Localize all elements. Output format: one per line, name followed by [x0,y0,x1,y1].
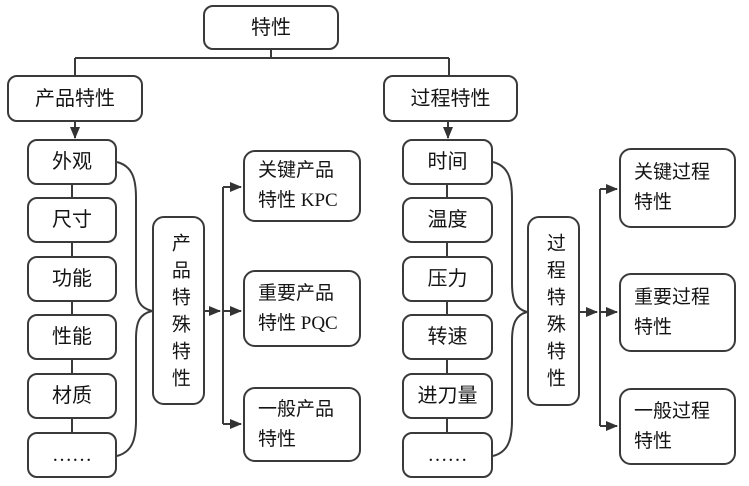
process-special-node: 过程特殊特性 [527,216,580,406]
process-item-node: 转速 [402,314,493,360]
output-line: 一般产品 [258,398,335,420]
product-output-pqc: 重要产品 特性 PQC [243,270,361,347]
output-line: 一般过程 [634,400,711,422]
output-line: 特性 PQC [258,312,338,334]
output-line: 关键产品 [258,160,335,181]
product-item-node: 尺寸 [27,197,117,243]
output-line: 特性 [634,316,673,338]
process-output-important: 重要过程 特性 [619,273,736,352]
process-item-node: 进刀量 [402,373,493,419]
product-item-node: 功能 [27,256,117,302]
product-special-node: 产品特殊特性 [152,216,205,405]
output-line: 特性 [634,192,673,213]
output-line: 重要产品 [258,282,335,304]
output-line: 特性 [258,428,297,450]
output-line: 特性 KPC [258,190,338,211]
brace-product-upper [116,161,153,312]
product-branch-node: 产品特性 [7,75,143,122]
process-branch-node: 过程特性 [383,75,518,122]
output-line: 关键过程 [634,162,711,183]
product-item-node-ellipsis: …… [27,432,117,478]
product-item-node: 性能 [27,314,117,360]
brace-process-upper [492,161,528,313]
process-output-key: 关键过程 特性 [619,148,736,228]
product-output-kpc: 关键产品 特性 KPC [243,150,361,222]
process-output-general: 一般过程 特性 [619,388,736,465]
product-item-node: 外观 [27,139,117,185]
product-item-node: 材质 [27,373,117,419]
root-node: 特性 [203,5,339,50]
process-item-node: 温度 [402,197,493,243]
process-item-node: 时间 [402,139,493,185]
output-line: 重要过程 [634,286,711,308]
process-item-node-ellipsis: …… [402,432,493,478]
process-item-node: 压力 [402,256,493,302]
brace-process-lower [492,311,528,457]
output-line: 特性 [634,430,673,452]
brace-product-lower [116,310,153,457]
product-output-general: 一般产品 特性 [243,387,361,462]
